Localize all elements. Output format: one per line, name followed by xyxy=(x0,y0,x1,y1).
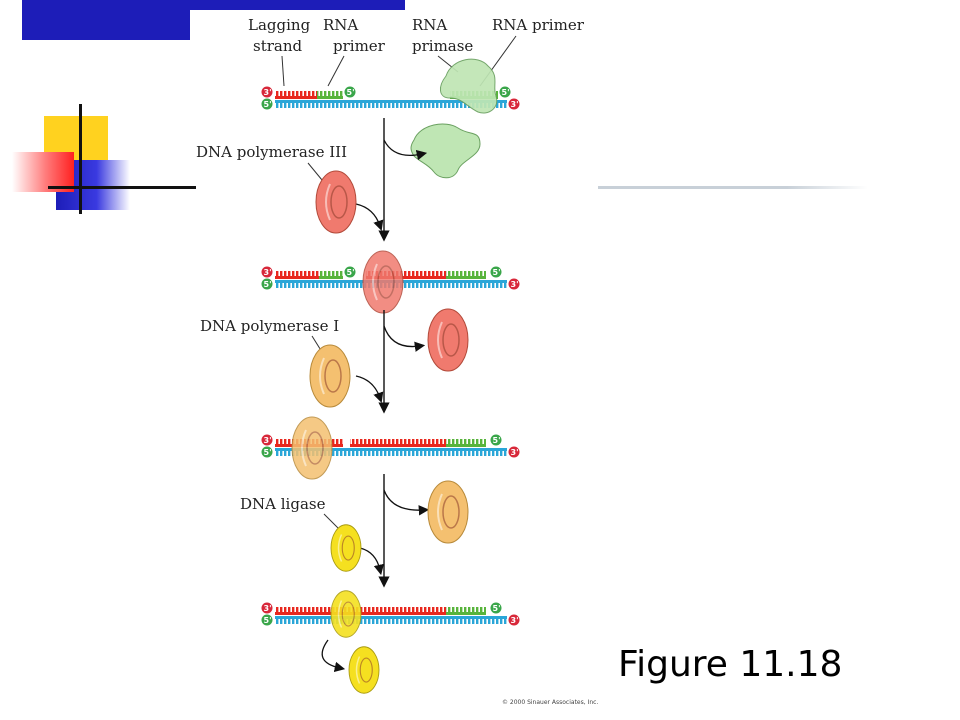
release-arrow-icon xyxy=(383,325,426,352)
label-rna-primer-left: RNA primer xyxy=(323,16,386,55)
label-dna-polymerase-iii: DNA polymerase III xyxy=(196,143,347,161)
new-dna-segment xyxy=(275,91,317,97)
copyright-notice: © 2000 Sinauer Associates, Inc. xyxy=(502,699,599,706)
title-bar-decoration-thin xyxy=(190,0,405,10)
polymerase-iii-ring-icon xyxy=(362,250,404,314)
polymerase-i-ring-icon xyxy=(291,416,333,480)
primase-blob-icon xyxy=(440,58,498,114)
polymerase-iii-ring-icon xyxy=(315,170,357,234)
svg-text:5': 5' xyxy=(347,268,355,277)
template-strand xyxy=(275,100,507,103)
svg-text:RNA: RNA xyxy=(323,16,358,34)
svg-text:RNA: RNA xyxy=(412,16,447,34)
bind-arrow-icon xyxy=(359,547,384,576)
svg-text:3': 3' xyxy=(511,448,519,457)
release-arrow-icon xyxy=(383,139,428,161)
svg-text:primase: primase xyxy=(412,37,473,55)
svg-text:5': 5' xyxy=(493,604,501,613)
svg-text:strand: strand xyxy=(253,37,302,55)
svg-text:3': 3' xyxy=(264,268,272,277)
figure-caption: Figure 11.18 xyxy=(618,644,843,685)
dna-strand-4: 3' 5' 5' 3' xyxy=(261,602,520,626)
label-dna-polymerase-i: DNA polymerase I xyxy=(200,317,339,335)
svg-text:5': 5' xyxy=(264,448,272,457)
release-arrow-icon xyxy=(383,489,430,516)
ligase-ring-icon xyxy=(330,590,362,638)
primase-blob-icon xyxy=(410,123,481,179)
svg-text:3': 3' xyxy=(511,280,519,289)
bind-arrow-icon xyxy=(355,203,384,231)
svg-text:3': 3' xyxy=(511,100,519,109)
svg-text:5': 5' xyxy=(264,100,272,109)
release-arrow-icon xyxy=(321,639,346,672)
polymerase-i-ring-icon xyxy=(427,480,469,544)
label-rna-primer-right: RNA primer xyxy=(492,16,585,34)
svg-text:5': 5' xyxy=(347,88,355,97)
svg-text:5': 5' xyxy=(264,616,272,625)
svg-text:Lagging: Lagging xyxy=(248,16,311,34)
svg-text:3': 3' xyxy=(264,604,272,613)
svg-text:primer: primer xyxy=(333,37,386,55)
svg-text:3': 3' xyxy=(264,436,272,445)
label-dna-ligase: DNA ligase xyxy=(240,495,326,513)
decor-horizontal-line xyxy=(48,186,196,189)
svg-text:3': 3' xyxy=(264,88,272,97)
title-bar-decoration xyxy=(22,0,190,40)
polymerase-i-ring-icon xyxy=(309,344,351,408)
label-rna-primase: RNA primase xyxy=(412,16,473,55)
svg-text:5': 5' xyxy=(493,436,501,445)
svg-text:3': 3' xyxy=(511,616,519,625)
decor-fade-line xyxy=(598,186,868,189)
bind-arrow-icon xyxy=(355,375,384,403)
polymerase-iii-ring-icon xyxy=(427,308,469,372)
decor-vertical-line xyxy=(79,104,82,214)
svg-text:5': 5' xyxy=(493,268,501,277)
svg-text:5': 5' xyxy=(502,88,510,97)
label-lagging-strand: Lagging strand xyxy=(248,16,311,55)
ligase-ring-icon xyxy=(330,524,362,572)
decor-red-square xyxy=(12,152,74,192)
ligase-ring-icon xyxy=(348,646,380,694)
svg-text:5': 5' xyxy=(264,280,272,289)
rna-primer-segment xyxy=(317,91,343,97)
